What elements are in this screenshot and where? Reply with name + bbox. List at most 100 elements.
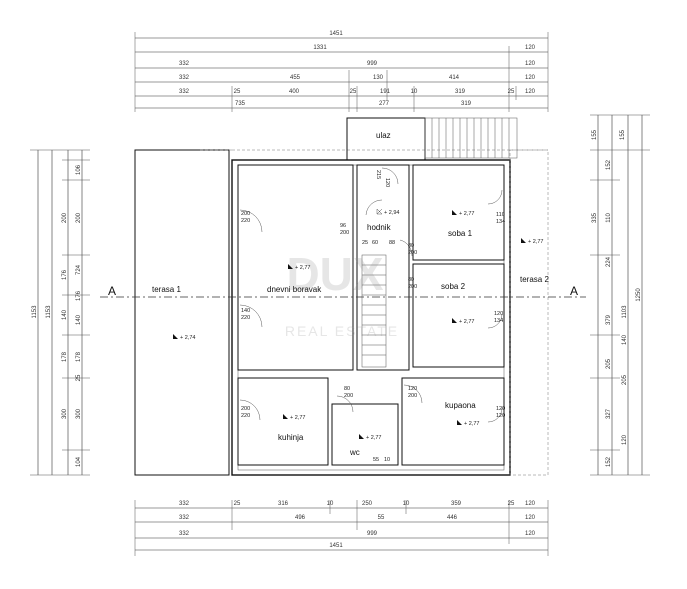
level-terasa2: + 2,77 — [521, 238, 543, 245]
level-kupaona: + 2,77 — [457, 420, 479, 427]
dim-top-332c: 332 — [179, 89, 190, 95]
door-label: 215 — [375, 170, 381, 179]
dim-top-319b: 319 — [461, 101, 472, 107]
level-dnevni-text: + 2,77 — [295, 265, 310, 271]
dim-bot-120c: 120 — [525, 531, 536, 537]
dim-right-1103: 1103 — [622, 305, 628, 319]
door-label: 134 — [494, 318, 503, 324]
level-soba2: + 2,77 — [452, 318, 474, 325]
dim-left-25: 25 — [76, 374, 82, 381]
dim-right-155b: 155 — [592, 129, 598, 140]
dim-top-120d: 120 — [525, 89, 536, 95]
watermark: DUX REAL ESTATE — [285, 248, 399, 339]
door-label: 120 — [494, 311, 503, 317]
level-soba2-text: + 2,77 — [459, 319, 474, 325]
door-label: 200 — [241, 211, 250, 217]
level-terasa2-text: + 2,77 — [528, 239, 543, 245]
level-terasa1-text: + 2,74 — [180, 335, 195, 341]
door-label: 200 — [344, 393, 353, 399]
dim-top-total: 1451 — [329, 31, 343, 37]
dim-top-120a: 120 — [525, 45, 536, 51]
dim-bot-446: 446 — [447, 515, 458, 521]
door-labels: 200 220 96 200 80 200 80 200 80 200 110 … — [241, 170, 505, 463]
room-label-wc: wc — [349, 448, 360, 457]
dim-right-140: 140 — [622, 334, 628, 345]
dim-bot-496: 496 — [295, 515, 306, 521]
door-label: 80 — [408, 243, 414, 249]
door-label: 120 — [408, 386, 417, 392]
dim-right-152a: 152 — [606, 159, 612, 170]
door-label: 80 — [344, 386, 350, 392]
dim-top-10: 10 — [411, 89, 418, 95]
section-line: A A — [100, 284, 586, 298]
room-label-dnevni: dnevni boravak — [267, 285, 322, 294]
door-label: 200 — [408, 250, 417, 256]
dim-right-205a: 205 — [606, 358, 612, 369]
door-label: 55 — [373, 457, 379, 463]
dim-left-176b: 176 — [76, 290, 82, 301]
dim-right-152b: 152 — [606, 456, 612, 467]
dim-left-178b: 178 — [76, 351, 82, 362]
dim-bot-120a: 120 — [525, 501, 536, 507]
watermark-sub: REAL ESTATE — [285, 323, 399, 339]
door-label: 88 — [389, 240, 395, 246]
door-label: 80 — [408, 277, 414, 283]
dim-top-455: 455 — [290, 75, 301, 81]
level-wc: + 2,77 — [359, 434, 381, 441]
door-label: 200 — [408, 284, 417, 290]
dim-right-1250: 1250 — [636, 288, 642, 302]
dim-left-300a: 300 — [62, 408, 68, 419]
dim-left-178a: 178 — [62, 351, 68, 362]
dim-left-140a: 140 — [62, 309, 68, 320]
section-marker-left: A — [108, 284, 116, 298]
dim-bot-332b: 332 — [179, 515, 190, 521]
dim-bot-total: 1451 — [329, 543, 343, 549]
door-label: 220 — [241, 218, 250, 224]
dim-right-205b: 205 — [622, 374, 628, 385]
dim-bot-250: 250 — [362, 501, 373, 507]
level-soba1-text: + 2,77 — [459, 211, 474, 217]
room-label-kupaona: kupaona — [445, 401, 476, 410]
dim-bot-10a: 10 — [327, 501, 334, 507]
dim-bot-120b: 120 — [525, 515, 536, 521]
dim-left-200b: 200 — [76, 212, 82, 223]
bottom-dimensions: 332 25 316 10 250 10 359 25 120 332 496 … — [134, 500, 549, 556]
dim-top-332b: 332 — [179, 75, 190, 81]
dim-left-200a: 200 — [62, 212, 68, 223]
room-label-kuhinja: kuhinja — [278, 433, 304, 442]
door-label: 134 — [496, 219, 505, 225]
room-label-soba1: soba 1 — [448, 229, 473, 238]
dim-top-25c: 25 — [508, 89, 515, 95]
dim-right-110: 110 — [606, 213, 612, 223]
dim-left-1153b: 1153 — [46, 305, 52, 319]
dim-top-277: 277 — [379, 101, 390, 107]
dim-left-1153a: 1153 — [32, 305, 38, 319]
level-markers: + 2,94 + 2,77 + 2,77 + 2,77 + 2,74 + 2,7… — [173, 208, 543, 441]
right-dimensions: 155 1250 152 110 224 379 205 327 152 155… — [590, 114, 650, 476]
room-label-hodnik: hodnik — [367, 223, 392, 232]
room-labels: ulaz hodnik soba 1 soba 2 dnevni boravak… — [152, 131, 549, 457]
door-label: 25 — [362, 240, 368, 246]
left-dimensions: 1153 1153 200 176 140 178 300 106 200 72… — [30, 149, 90, 476]
level-hodnik-text: + 2,94 — [384, 210, 399, 216]
dim-right-224: 224 — [606, 256, 612, 267]
dim-top-130: 130 — [373, 75, 384, 81]
dim-top-1331: 1331 — [313, 45, 327, 51]
dim-right-120: 120 — [622, 434, 628, 445]
room-label-soba2: soba 2 — [441, 282, 466, 291]
dim-bot-55: 55 — [378, 515, 385, 521]
dim-bot-10b: 10 — [403, 501, 410, 507]
room-label-terasa2: terasa 2 — [520, 275, 549, 284]
dim-top-319a: 319 — [455, 89, 466, 95]
door-label: 220 — [241, 315, 250, 321]
dim-bot-316: 316 — [278, 501, 289, 507]
interior-walls — [237, 164, 505, 466]
dim-left-176a: 176 — [62, 269, 68, 280]
door-label: 60 — [372, 240, 378, 246]
dim-top-191: 191 — [380, 89, 391, 95]
level-terasa1: + 2,74 — [173, 334, 195, 341]
door-label: 120 — [496, 413, 505, 419]
dim-top-120c: 120 — [525, 75, 536, 81]
level-kupaona-text: + 2,77 — [464, 421, 479, 427]
